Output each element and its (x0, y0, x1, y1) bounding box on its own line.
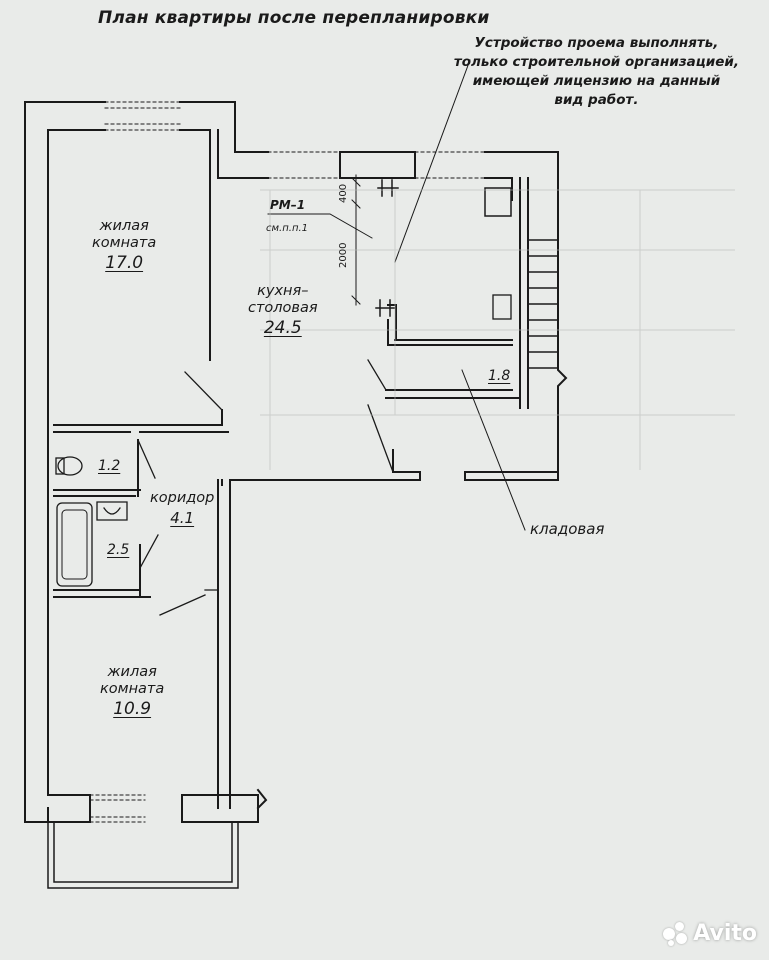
kitchen-sink (492, 294, 512, 320)
pantry-leader (461, 369, 526, 531)
avito-watermark: Avito (663, 920, 757, 946)
outer-wall-right (519, 151, 568, 481)
room-kitchen-name2: столовая (248, 300, 318, 316)
wall-corridor-top (217, 449, 421, 809)
duct-mark-mid (375, 299, 397, 317)
rm-leader (267, 213, 373, 239)
note-leader (394, 59, 471, 263)
door-corridor (367, 404, 394, 473)
window-top-living1 (104, 101, 181, 131)
dim-line (351, 174, 361, 306)
plan-title: План квартиры после перепланировки (98, 8, 490, 28)
wall-pantry-top (385, 339, 521, 399)
door-living1 (184, 371, 223, 411)
rm-ref: см.п.п.1 (266, 223, 309, 234)
avito-watermark-text: Avito (693, 920, 757, 946)
room-kitchen-area: 24.5 (263, 318, 302, 338)
bathtub (56, 502, 93, 587)
room-kitchen-name: кухня– (257, 283, 309, 299)
wall-entry-right (464, 471, 559, 481)
room-living2-name: жилая (107, 664, 157, 680)
duct-mark-top (377, 179, 399, 197)
door-toilet (137, 439, 156, 479)
stairs (527, 239, 559, 369)
room-bath-area: 2.5 (107, 542, 130, 558)
dim-2000: 2000 (338, 242, 349, 268)
outer-wall-left (24, 101, 49, 823)
toilet-tank (55, 457, 65, 475)
room-living2-name2: комната (100, 681, 165, 697)
stove (484, 187, 512, 217)
balcony (47, 821, 239, 889)
background-table-lines (260, 189, 735, 470)
bathtub-inner (61, 509, 88, 580)
room-living2-label: жилая комната 10.9 (100, 664, 164, 718)
door-pantry (367, 359, 387, 391)
toilet-bowl (57, 456, 83, 476)
note-line: только строительной организацией, (453, 54, 739, 70)
avito-logo-icon (663, 920, 689, 946)
wall-toilet-bath (53, 439, 151, 598)
washbasin (96, 501, 128, 521)
wall-top-right-living1 (179, 101, 269, 361)
room-pantry-area: 1.8 (488, 368, 511, 384)
wall-bottom-left (47, 794, 91, 823)
wall-top-right (484, 151, 559, 201)
wall-bottom-right (181, 788, 268, 823)
note-line: имеющей лицензию на данный (472, 73, 721, 89)
room-toilet-area: 1.2 (98, 458, 121, 474)
note-block: Устройство проема выполнять, только стро… (454, 34, 739, 110)
wall-living1-bottom (53, 409, 229, 433)
room-corridor-area: 4.1 (170, 509, 195, 527)
window-bottom (89, 794, 146, 823)
dim-400: 400 (338, 183, 349, 203)
door-living2 (159, 589, 219, 616)
room-pantry-label: кладовая (530, 520, 605, 538)
room-living2-area: 10.9 (113, 699, 152, 719)
wall-top-living1 (24, 101, 106, 131)
door-bath (139, 534, 159, 569)
wall-top-kitchen (339, 151, 416, 179)
rm-label: РМ–1 (270, 198, 306, 212)
note-line: Устройство проема выполнять, (474, 35, 719, 51)
room-corridor-name: коридор (150, 490, 215, 506)
room-living1-name2: комната (92, 235, 157, 251)
window-top-kitchen (267, 151, 341, 179)
room-corridor-label: коридор 4.1 (150, 490, 214, 527)
room-living1-name: жилая (99, 218, 149, 234)
room-living1-area: 17.0 (105, 253, 144, 273)
note-line: вид работ. (554, 92, 639, 108)
room-living1-label: жилая комната 17.0 (92, 218, 156, 272)
room-kitchen-label: кухня– столовая 24.5 (248, 283, 318, 337)
opening-top-kitchen (414, 151, 486, 179)
